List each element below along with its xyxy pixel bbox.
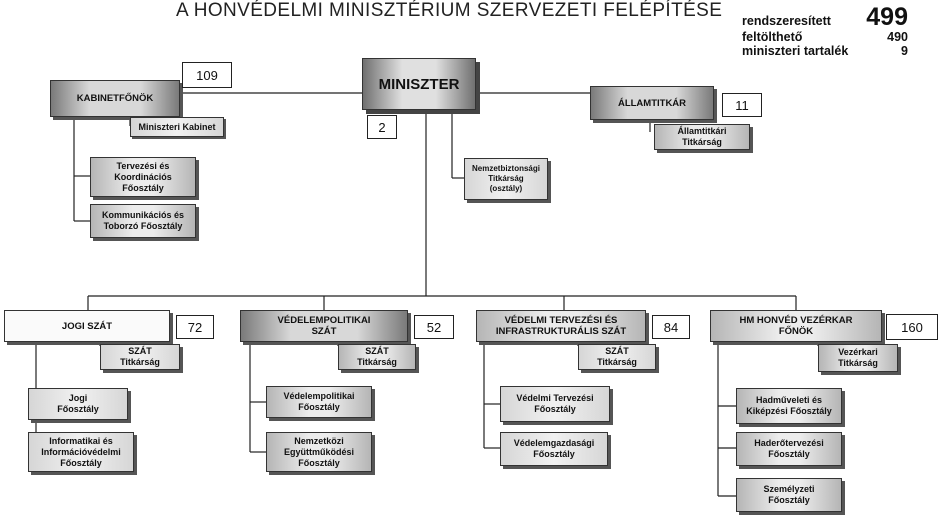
stat-value: 499 (866, 3, 908, 31)
node-label-line: HM HONVÉD VEZÉRKAR (739, 315, 853, 326)
node-label-line: SZÁT (365, 346, 389, 356)
node-label-line: Személyzeti (763, 484, 815, 494)
node-jogi-foosztaly: Jogi Főosztály (28, 388, 128, 420)
node-label-line: Főosztály (768, 495, 810, 505)
count-vedelempolitikai-szat: 52 (414, 315, 454, 339)
node-label-line: Védelmi Tervezési (516, 393, 594, 403)
node-label-line: Toborzó Főosztály (103, 221, 183, 231)
stat-label: miniszteri tartalék (742, 44, 849, 58)
node-tervezesi-koordinacios: Tervezési és Koordinációs Főosztály (90, 157, 196, 197)
node-label-line: Titkárság (838, 358, 878, 368)
count-allamtitkar: 11 (722, 93, 762, 117)
node-label-line: FŐNÖK (778, 326, 814, 337)
node-label-line: SZÁT (311, 326, 337, 337)
stat-value: 490 (887, 30, 908, 44)
node-label-line: Főosztály (298, 402, 340, 412)
node-vedelmi-tervezesi-titkarsag: SZÁT Titkárság (578, 344, 656, 370)
node-vezerkari-titkarsag: Vezérkari Titkárság (818, 344, 898, 372)
node-label-line: Informatikai és (49, 435, 113, 446)
node-vezerkar-fonok: HM HONVÉD VEZÉRKAR FŐNÖK (710, 310, 882, 342)
node-miniszter: MINISZTER (362, 58, 476, 110)
node-label-line: Együttműködési (283, 446, 354, 457)
node-label-line: VÉDELMI TERVEZÉSI ÉS (504, 315, 618, 326)
count-jogi-szat: 72 (176, 315, 214, 339)
node-nemzetkozi-egyuttmukodesi: Nemzetközi Együttműködési Főosztály (266, 432, 372, 472)
node-label-line: Koordinációs (114, 171, 172, 182)
node-label-line: Főosztály (122, 182, 164, 193)
node-label-line: Jogi (68, 393, 88, 403)
node-label-line: Kommunikációs és (101, 210, 185, 220)
node-miniszteri-kabinet: Miniszteri Kabinet (130, 117, 224, 137)
node-jogi-titkarsag: SZÁT Titkárság (100, 344, 180, 370)
node-label-line: Titkárság (120, 357, 160, 367)
node-kommunikacios-toborzo: Kommunikációs és Toborzó Főosztály (90, 204, 196, 238)
node-label: JOGI SZÁT (61, 320, 113, 332)
node-nemzetbiztonsagi: Nemzetbiztonsági Titkárság (osztály) (464, 158, 548, 200)
node-label-line: Titkárság (597, 357, 637, 367)
node-label-line: (osztály) (489, 184, 523, 193)
stat-label: rendszeresített (742, 14, 831, 28)
node-jogi-szat: JOGI SZÁT (4, 310, 170, 342)
node-label-line: Információvédelmi (41, 446, 121, 457)
node-label-line: Államtitkári (677, 126, 727, 136)
node-label-line: INFRASTRUKTURÁLIS SZÁT (495, 326, 627, 337)
node-label-line: SZÁT (128, 346, 152, 356)
node-label-line: Nemzetbiztonsági (471, 164, 540, 173)
node-vedelmi-tervezesi-szat: VÉDELMI TERVEZÉSI ÉS INFRASTRUKTURÁLIS S… (476, 310, 646, 342)
node-vedelemgazdasagi-foosztaly: Védelemgazdasági Főosztály (500, 432, 608, 466)
node-label-line: Titkárság (357, 357, 397, 367)
node-label-line: Kiképzési Főosztály (746, 406, 832, 416)
node-label: Miniszteri Kabinet (138, 121, 216, 132)
stat-rendszeresitett: rendszeresített 499 (742, 4, 908, 30)
staff-stats: rendszeresített 499 feltölthető 490 mini… (742, 4, 908, 58)
node-label-line: Hadműveleti és (755, 395, 823, 405)
node-allamtitkari-titkarsag: Államtitkári Titkárság (654, 124, 750, 150)
node-kabinetfonok: KABINETFŐNÖK (50, 80, 180, 117)
node-szemelyzeti: Személyzeti Főosztály (736, 478, 842, 512)
node-label-line: Főosztály (57, 404, 99, 414)
node-label-line: Titkárság (682, 137, 722, 147)
node-label-line: VÉDELEMPOLITIKAI (277, 315, 371, 326)
node-vedelempolitikai-foosztaly: Védelempolitikai Főosztály (266, 386, 372, 418)
count-miniszter: 2 (367, 115, 397, 139)
node-allamtitkar: ÁLLAMTITKÁR (590, 86, 714, 120)
stat-feltoltheto: feltölthető 490 (742, 30, 908, 44)
stat-label: feltölthető (742, 30, 803, 44)
count-vedelmi-tervezesi-szat: 84 (652, 315, 690, 339)
node-haderotervezesi: Haderőtervezési Főosztály (736, 432, 842, 466)
node-label-line: Titkárság (488, 174, 524, 183)
node-label-line: Főosztály (298, 457, 340, 468)
node-label-line: Védelemgazdasági (513, 438, 595, 448)
node-label-line: Haderőtervezési (754, 438, 824, 448)
node-label-line: SZÁT (605, 346, 629, 356)
node-hadmuveleti-kikepzesi: Hadműveleti és Kiképzési Főosztály (736, 388, 842, 424)
node-informatikai-foosztaly: Informatikai és Információvédelmi Főoszt… (28, 432, 134, 472)
node-label-line: Főosztály (768, 449, 810, 459)
node-label-line: Főosztály (534, 404, 576, 414)
node-label-line: Főosztály (533, 449, 575, 459)
node-label: KABINETFŐNÖK (76, 93, 154, 104)
stat-value: 9 (901, 44, 908, 58)
node-label-line: Védelempolitikai (283, 391, 355, 401)
node-label-line: Tervezési és (116, 160, 170, 171)
node-vedelmi-tervezesi-foosztaly: Védelmi Tervezési Főosztály (500, 386, 610, 422)
stat-tartalek: miniszteri tartalék 9 (742, 44, 908, 58)
node-label: MINISZTER (378, 75, 460, 93)
count-vezerkar-fonok: 160 (886, 314, 938, 340)
node-label-line: Nemzetközi (294, 435, 344, 446)
count-kabinetfonok: 109 (182, 62, 232, 88)
node-vedelempolitikai-titkarsag: SZÁT Titkárság (338, 344, 416, 370)
node-label-line: Főosztály (60, 457, 102, 468)
node-vedelempolitikai-szat: VÉDELEMPOLITIKAI SZÁT (240, 310, 408, 342)
node-label: ÁLLAMTITKÁR (617, 97, 687, 109)
page-title: A HONVÉDELMI MINISZTÉRIUM SZERVEZETI FEL… (176, 0, 723, 21)
node-label-line: Vezérkari (838, 347, 878, 357)
